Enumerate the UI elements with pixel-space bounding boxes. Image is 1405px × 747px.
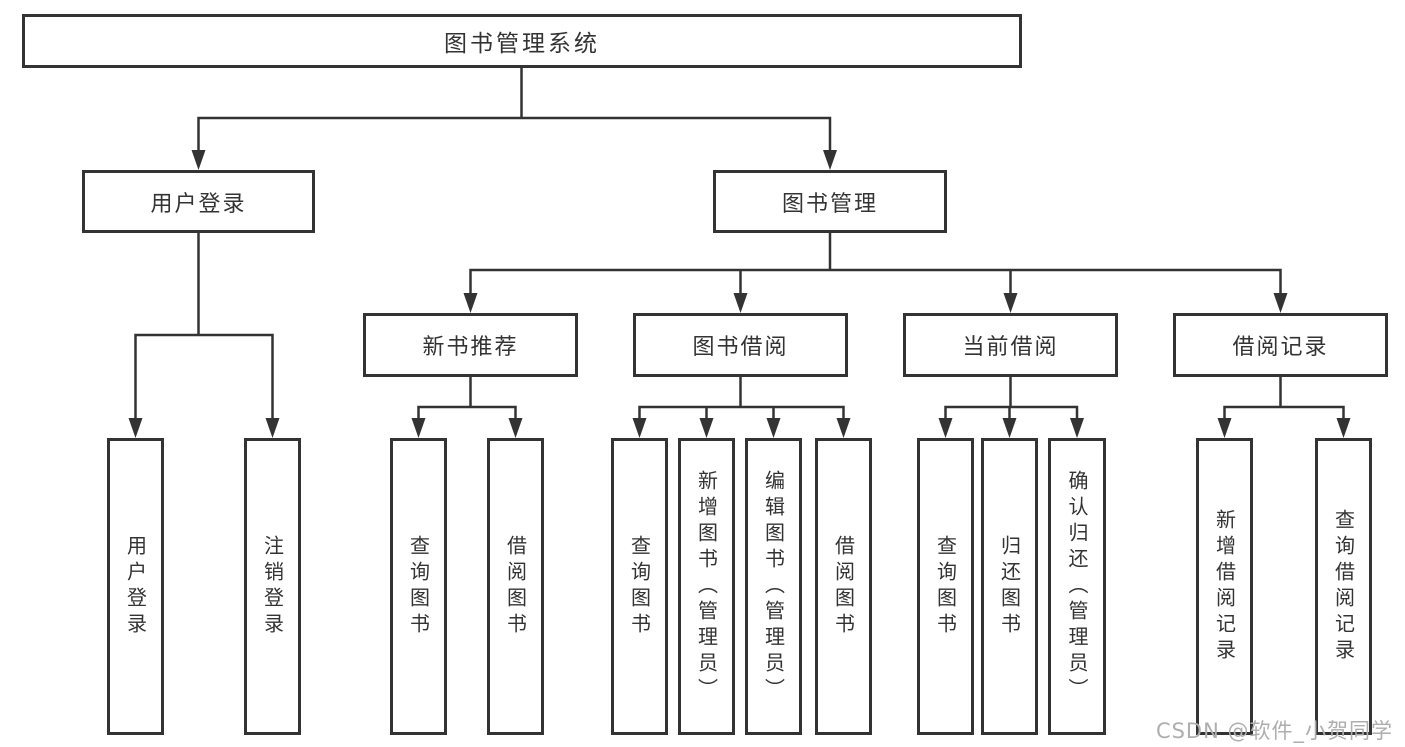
node-book-borrow-label: 图书借阅 xyxy=(692,335,789,360)
leaf-query-books-current-label: 查询图书 xyxy=(933,534,958,639)
node-current-borrow: 当前借阅 xyxy=(903,313,1118,377)
connector-book-management-to-sections xyxy=(469,233,1282,296)
leaf-add-book-admin: 新增图书（管理员） xyxy=(678,438,735,735)
connector-new-book-recommend-to-leaves xyxy=(417,377,517,421)
leaf-add-book-admin-label: 新增图书（管理员） xyxy=(694,469,719,704)
node-book-borrow: 图书借阅 xyxy=(633,313,848,377)
leaf-edit-book-admin-label: 编辑图书（管理员） xyxy=(761,469,786,704)
leaf-query-books-borrow: 查询图书 xyxy=(611,438,668,735)
leaf-query-books-current: 查询图书 xyxy=(917,438,974,735)
node-user-login-label: 用户登录 xyxy=(150,191,247,217)
arrowheads-current-borrow-to-leaves xyxy=(938,418,1084,438)
leaf-logout-label: 注销登录 xyxy=(260,534,285,639)
node-borrow-records: 借阅记录 xyxy=(1173,313,1388,377)
leaf-borrow-books: 借阅图书 xyxy=(815,438,872,735)
leaf-user-login: 用户登录 xyxy=(107,438,164,735)
connector-borrow-records-to-leaves xyxy=(1223,377,1345,421)
leaf-borrow-books-recommend: 借阅图书 xyxy=(487,438,544,735)
leaf-user-login-label: 用户登录 xyxy=(123,534,148,639)
leaf-query-books-recommend-label: 查询图书 xyxy=(406,534,431,639)
leaf-add-borrow-record-label: 新增借阅记录 xyxy=(1212,508,1237,665)
arrowheads-borrow-records-to-leaves xyxy=(1217,418,1351,438)
watermark: CSDN @软件_小贺同学 xyxy=(1155,719,1393,743)
arrowheads-new-book-recommend-to-leaves xyxy=(411,418,523,438)
leaf-confirm-return-admin: 确认归还（管理员） xyxy=(1048,438,1106,735)
connector-book-borrow-to-leaves xyxy=(638,377,845,421)
node-new-book-recommend: 新书推荐 xyxy=(363,313,578,377)
node-current-borrow-label: 当前借阅 xyxy=(962,335,1059,360)
leaf-borrow-books-recommend-label: 借阅图书 xyxy=(503,534,528,639)
arrowheads-user-login-to-leaves xyxy=(128,418,280,438)
leaf-edit-book-admin: 编辑图书（管理员） xyxy=(745,438,802,735)
node-root: 图书管理系统 xyxy=(22,14,1022,68)
leaf-return-book-label: 归还图书 xyxy=(997,534,1022,639)
node-book-management-label: 图书管理 xyxy=(781,191,878,217)
leaf-logout: 注销登录 xyxy=(244,438,301,735)
node-user-login: 用户登录 xyxy=(82,170,315,233)
leaf-query-borrow-record: 查询借阅记录 xyxy=(1315,438,1372,735)
arrowheads-root-to-branches xyxy=(191,150,837,170)
node-borrow-records-label: 借阅记录 xyxy=(1232,335,1329,360)
leaf-add-borrow-record: 新增借阅记录 xyxy=(1196,438,1253,735)
arrowheads-book-management-to-sections xyxy=(463,293,1288,313)
leaf-return-book: 归还图书 xyxy=(981,438,1038,735)
connector-root-to-branches xyxy=(197,68,832,153)
node-root-label: 图书管理系统 xyxy=(444,31,600,57)
leaf-query-borrow-record-label: 查询借阅记录 xyxy=(1331,508,1356,665)
node-new-book-recommend-label: 新书推荐 xyxy=(422,335,519,360)
leaf-query-books-recommend: 查询图书 xyxy=(390,438,447,735)
connector-current-borrow-to-leaves xyxy=(944,377,1079,421)
connector-user-login-to-leaves xyxy=(134,233,274,421)
leaf-confirm-return-admin-label: 确认归还（管理员） xyxy=(1065,469,1089,704)
leaf-borrow-books-label: 借阅图书 xyxy=(831,534,856,639)
leaf-query-books-borrow-label: 查询图书 xyxy=(627,534,652,639)
arrowheads-book-borrow-to-leaves xyxy=(632,418,851,438)
node-book-management: 图书管理 xyxy=(713,170,947,233)
